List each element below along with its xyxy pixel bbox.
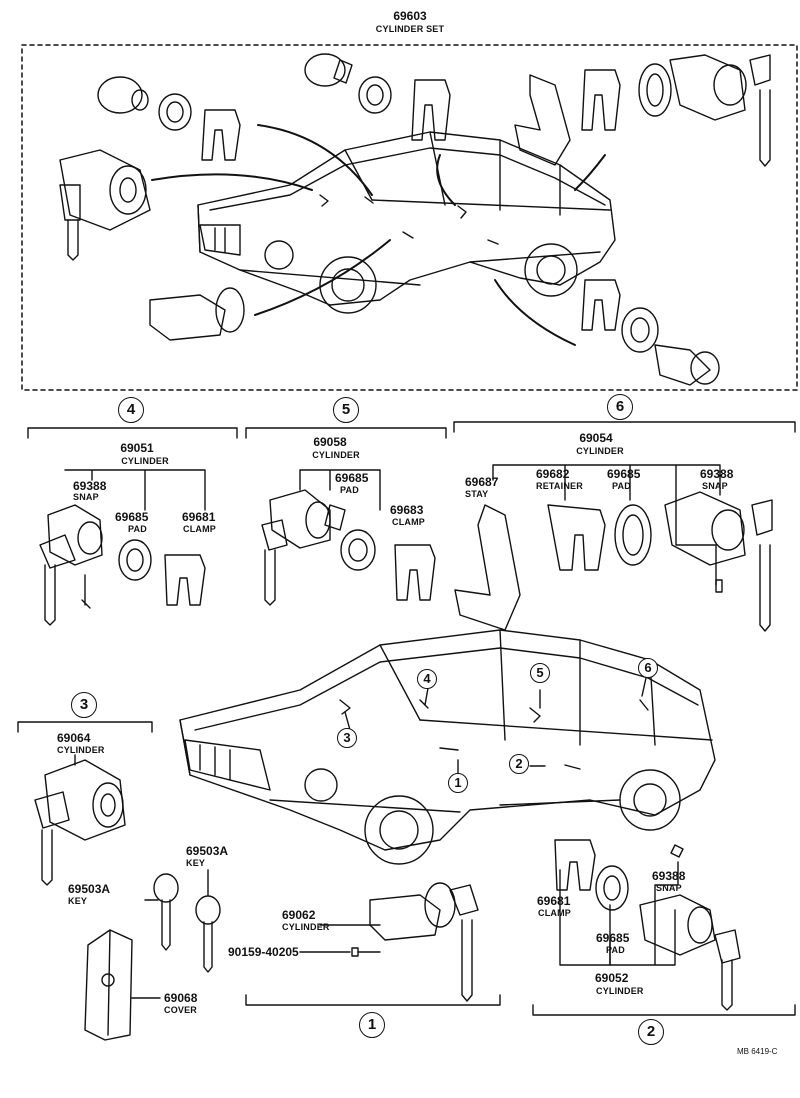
group-2-mark: 2 <box>638 1019 664 1045</box>
group-6-cylinder-name: CYLINDER <box>576 446 624 456</box>
group-2-cylinder-number: 69052 <box>595 971 629 985</box>
cover-name: COVER <box>164 1005 198 1015</box>
bottom-car-illustration <box>179 629 716 865</box>
bracket-1 <box>245 994 501 1006</box>
top-ignition-cylinder <box>59 149 151 261</box>
group-5-parts <box>261 489 436 606</box>
group-2-snap-name: SNAP <box>656 883 682 893</box>
key-a-number: 69503A <box>68 882 111 896</box>
group-6-snap-number: 69388 <box>700 467 734 481</box>
key-a-name: KEY <box>68 896 88 906</box>
bracket-2 <box>532 1004 796 1016</box>
group-2-cylinder-name: CYLINDER <box>596 986 644 996</box>
group-5-clamp-number: 69683 <box>390 503 424 517</box>
group-5-clamp-name: CLAMP <box>392 517 425 527</box>
group-1-cylinder-name: CYLINDER <box>282 922 330 932</box>
bracket-6 <box>453 421 796 433</box>
bracket-5 <box>245 427 447 439</box>
group-3-mark: 3 <box>71 692 97 718</box>
group-2-parts <box>554 839 741 1011</box>
group-2-clamp-name: CLAMP <box>538 908 571 918</box>
car-mark-2: 2 <box>509 754 529 774</box>
group-3-cylinder-number: 69064 <box>57 731 91 745</box>
cylinder-set-number: 69603 <box>393 9 427 23</box>
group-5-pad-name: PAD <box>340 485 359 495</box>
group-5-pad-number: 69685 <box>335 471 369 485</box>
group-6-retainer-number: 69682 <box>536 467 570 481</box>
cylinder-set-name: CYLINDER SET <box>375 24 445 34</box>
group-5-cylinder-name: CYLINDER <box>312 450 360 460</box>
group-4-parts <box>39 504 206 626</box>
drawing-code: MB 6419-C <box>737 1047 778 1056</box>
bracket-4 <box>27 427 238 439</box>
group-6-pad-name: PAD <box>612 481 631 491</box>
group-6-pad-number: 69685 <box>607 467 641 481</box>
group-1-bolt-number: 90159-40205 <box>228 945 299 959</box>
group-6-mark: 6 <box>607 394 633 420</box>
key-cover <box>84 929 161 1041</box>
car-mark-3: 3 <box>337 728 357 748</box>
group-6-parts <box>454 491 773 632</box>
group-4-mark: 4 <box>118 397 144 423</box>
loose-keys <box>144 869 221 973</box>
group-4-clamp-name: CLAMP <box>183 524 216 534</box>
group-6-retainer-name: RETAINER <box>536 481 583 491</box>
car-mark-1: 1 <box>448 773 468 793</box>
group-4-clamp-number: 69681 <box>182 510 216 524</box>
group-3-cylinder-name: CYLINDER <box>57 745 105 755</box>
group-5-cylinder-number: 69058 <box>313 435 347 449</box>
group-2-snap-number: 69388 <box>652 869 686 883</box>
group-4-cylinder-number: 69051 <box>120 441 154 455</box>
group-4-pad-name: PAD <box>128 524 147 534</box>
key-b-name: KEY <box>186 858 206 868</box>
group-4-pad-number: 69685 <box>115 510 149 524</box>
group-1-parts <box>299 882 479 1002</box>
group-6-cylinder-number: 69054 <box>579 431 613 445</box>
top-car-illustration <box>197 131 616 314</box>
group-2-pad-name: PAD <box>606 945 625 955</box>
group-6-stay-name: STAY <box>465 489 489 499</box>
group-4-snap-name: SNAP <box>73 492 99 502</box>
group-6-stay-number: 69687 <box>465 475 499 489</box>
car-mark-4: 4 <box>417 669 437 689</box>
car-mark-5: 5 <box>530 663 550 683</box>
group-4-cylinder-name: CYLINDER <box>121 456 169 466</box>
group-1-mark: 1 <box>359 1012 385 1038</box>
group-1-cylinder-number: 69062 <box>282 908 316 922</box>
group-4-snap-number: 69388 <box>73 479 107 493</box>
bracket-3 <box>17 721 153 733</box>
car-mark-6: 6 <box>638 658 658 678</box>
cover-number: 69068 <box>164 991 198 1005</box>
top-small-cylinders <box>97 53 771 386</box>
group-5-mark: 5 <box>333 397 359 423</box>
key-b-number: 69503A <box>186 844 229 858</box>
group-6-snap-name: SNAP <box>702 481 728 491</box>
group-2-clamp-number: 69681 <box>537 894 571 908</box>
cylinder-set-frame <box>21 44 798 391</box>
group-2-pad-number: 69685 <box>596 931 630 945</box>
group-3-parts <box>34 754 126 886</box>
